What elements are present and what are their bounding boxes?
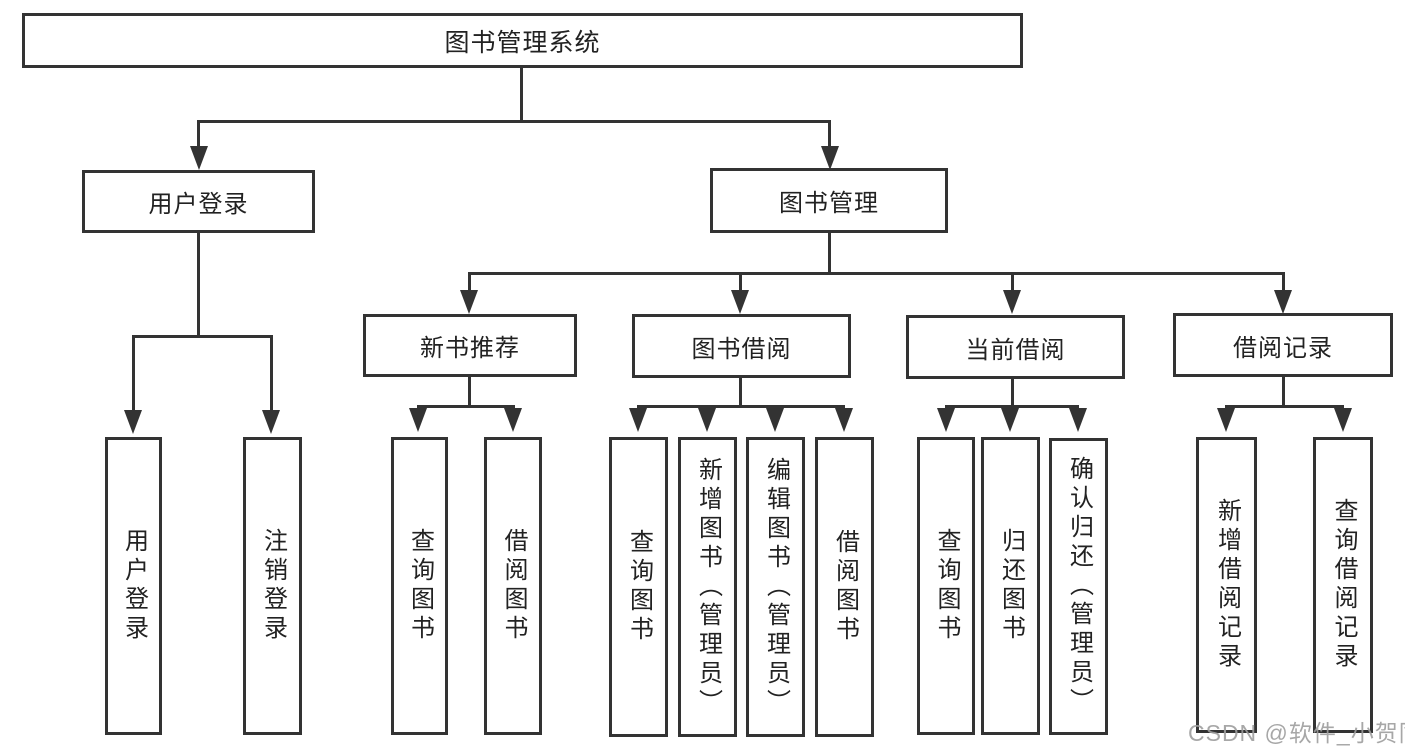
leaf-label: 查询借阅记录: [1330, 498, 1357, 672]
node-label: 新书推荐: [420, 335, 520, 362]
leaf-user-login: 用户登录: [105, 437, 162, 735]
node-label: 当前借阅: [965, 336, 1066, 364]
arrowhead-icon: [504, 408, 522, 432]
leaf-nb-borrow-books: 借阅图书: [484, 437, 542, 735]
connector-line: [1282, 377, 1285, 408]
leaf-label: 新增借阅记录: [1213, 498, 1241, 672]
connector-line: [197, 120, 200, 148]
leaf-bb-add-books-admin: 新增图书（管理员）: [678, 437, 737, 737]
connector-line: [197, 233, 200, 335]
connector-line: [132, 335, 135, 411]
leaf-bb-edit-books-admin: 编辑图书（管理员）: [746, 437, 805, 737]
node-root-label: 图书管理系统: [444, 28, 601, 57]
leaf-label: 查询图书: [933, 528, 960, 644]
connector-line: [1282, 272, 1285, 291]
arrowhead-icon: [937, 408, 955, 432]
leaf-br-add-record: 新增借阅记录: [1196, 437, 1257, 733]
arrowhead-icon: [1069, 408, 1087, 432]
arrowhead-icon: [1217, 408, 1235, 432]
connector-line: [828, 233, 831, 274]
node-root: 图书管理系统: [22, 13, 1023, 68]
arrowhead-icon: [1274, 290, 1292, 314]
node-current-borrow: 当前借阅: [906, 315, 1125, 379]
leaf-label: 确认归还（管理员）: [1065, 456, 1093, 717]
leaf-label: 归还图书: [997, 528, 1025, 644]
node-book-borrow: 图书借阅: [632, 314, 851, 378]
connector-line: [637, 405, 845, 408]
connector-line: [739, 378, 742, 408]
leaf-label: 查询图书: [625, 529, 653, 645]
connector-line: [417, 405, 515, 408]
connector-line: [468, 377, 471, 408]
leaf-cb-query-books: 查询图书: [917, 437, 975, 735]
connector-line: [468, 272, 471, 291]
node-label: 借阅记录: [1233, 334, 1333, 362]
csdn-watermark: CSDN @软件_小贺同学: [1188, 720, 1405, 746]
connector-line: [828, 120, 831, 148]
connector-line: [468, 272, 1284, 275]
node-new-book-recommend: 新书推荐: [363, 314, 577, 377]
arrowhead-icon: [409, 408, 427, 432]
connector-line: [739, 272, 742, 291]
connector-line: [270, 335, 273, 411]
arrowhead-icon: [190, 146, 208, 170]
node-user-login: 用户登录: [82, 170, 315, 233]
leaf-logout: 注销登录: [243, 437, 302, 735]
arrowhead-icon: [262, 410, 280, 434]
node-label: 用户登录: [148, 191, 249, 218]
leaf-nb-query-books: 查询图书: [391, 437, 448, 735]
connector-line: [1011, 272, 1014, 291]
leaf-cb-return-books: 归还图书: [981, 437, 1040, 735]
leaf-cb-confirm-return-admin: 确认归还（管理员）: [1049, 438, 1108, 735]
arrowhead-icon: [629, 408, 647, 432]
arrowhead-icon: [835, 408, 853, 432]
leaf-label: 用户登录: [120, 528, 148, 644]
connector-line: [1225, 405, 1344, 408]
arrowhead-icon: [1003, 290, 1021, 314]
leaf-bb-query-books: 查询图书: [609, 437, 668, 737]
leaf-label: 查询图书: [406, 528, 434, 644]
connector-line: [197, 120, 831, 123]
leaf-br-query-record: 查询借阅记录: [1313, 437, 1373, 733]
arrowhead-icon: [124, 410, 142, 434]
arrowhead-icon: [1001, 408, 1019, 432]
arrowhead-icon: [1334, 408, 1352, 432]
connector-line: [520, 68, 523, 120]
leaf-label: 编辑图书（管理员）: [762, 456, 790, 718]
leaf-label: 借阅图书: [831, 529, 859, 645]
arrowhead-icon: [821, 146, 839, 170]
connector-line: [132, 335, 272, 338]
arrowhead-icon: [460, 290, 478, 314]
connector-line: [945, 405, 1079, 408]
leaf-label: 新增图书（管理员）: [694, 456, 722, 718]
arrowhead-icon: [698, 408, 716, 432]
node-label: 图书管理: [779, 190, 879, 217]
arrowhead-icon: [766, 408, 784, 432]
arrowhead-icon: [731, 290, 749, 314]
node-label: 图书借阅: [691, 335, 792, 363]
node-borrow-records: 借阅记录: [1173, 313, 1393, 377]
connector-line: [1011, 379, 1014, 408]
leaf-label: 借阅图书: [500, 528, 527, 644]
leaf-label: 注销登录: [259, 528, 287, 644]
leaf-bb-borrow-books: 借阅图书: [815, 437, 874, 737]
node-book-management: 图书管理: [710, 168, 948, 233]
